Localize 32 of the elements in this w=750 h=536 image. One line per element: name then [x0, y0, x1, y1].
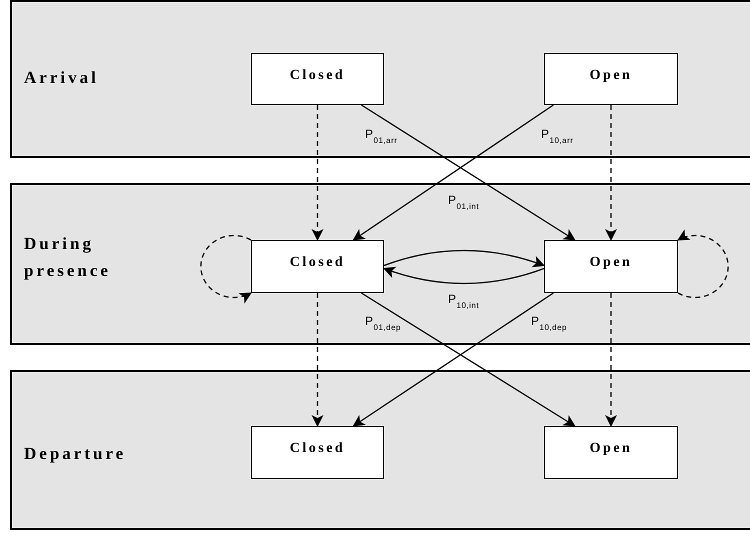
state-box [251, 426, 384, 479]
state-box [544, 240, 678, 293]
self-loop-arrow [677, 230, 729, 298]
state-box [544, 53, 678, 105]
edge-label: P$_{10,dep}$ [531, 314, 567, 332]
edge-label: P$_{10,int}$ [448, 292, 480, 310]
swimlane-band [10, 183, 750, 345]
dashed-arrow [605, 105, 617, 241]
state-label: Open [590, 441, 632, 457]
swimlane-band [10, 370, 750, 530]
lane-title: During presence [24, 233, 112, 282]
dashed-arrow [312, 293, 324, 427]
edge-label: P$_{10,arr}$ [541, 127, 574, 145]
state-label: Open [590, 255, 632, 271]
state-box [251, 53, 384, 105]
edge-label: P$_{01,dep}$ [365, 314, 401, 332]
state-label: Closed [290, 441, 346, 457]
edge-label: P$_{01,int}$ [448, 193, 480, 211]
edge-label: P$_{01,arr}$ [365, 127, 398, 145]
state-box [251, 240, 384, 293]
state-label: Closed [290, 68, 346, 84]
state-label: Closed [290, 255, 346, 271]
dashed-arrow [605, 293, 617, 427]
transition-arrow [383, 266, 544, 284]
lane-title: Departure [24, 443, 128, 465]
state-label: Open [590, 68, 632, 84]
state-box [544, 426, 678, 479]
dashed-arrow [312, 105, 324, 241]
self-loop-arrow [200, 234, 252, 304]
lane-title: Arrival [24, 67, 100, 89]
swimlane-band [10, 0, 750, 158]
transition-arrow [384, 250, 545, 268]
